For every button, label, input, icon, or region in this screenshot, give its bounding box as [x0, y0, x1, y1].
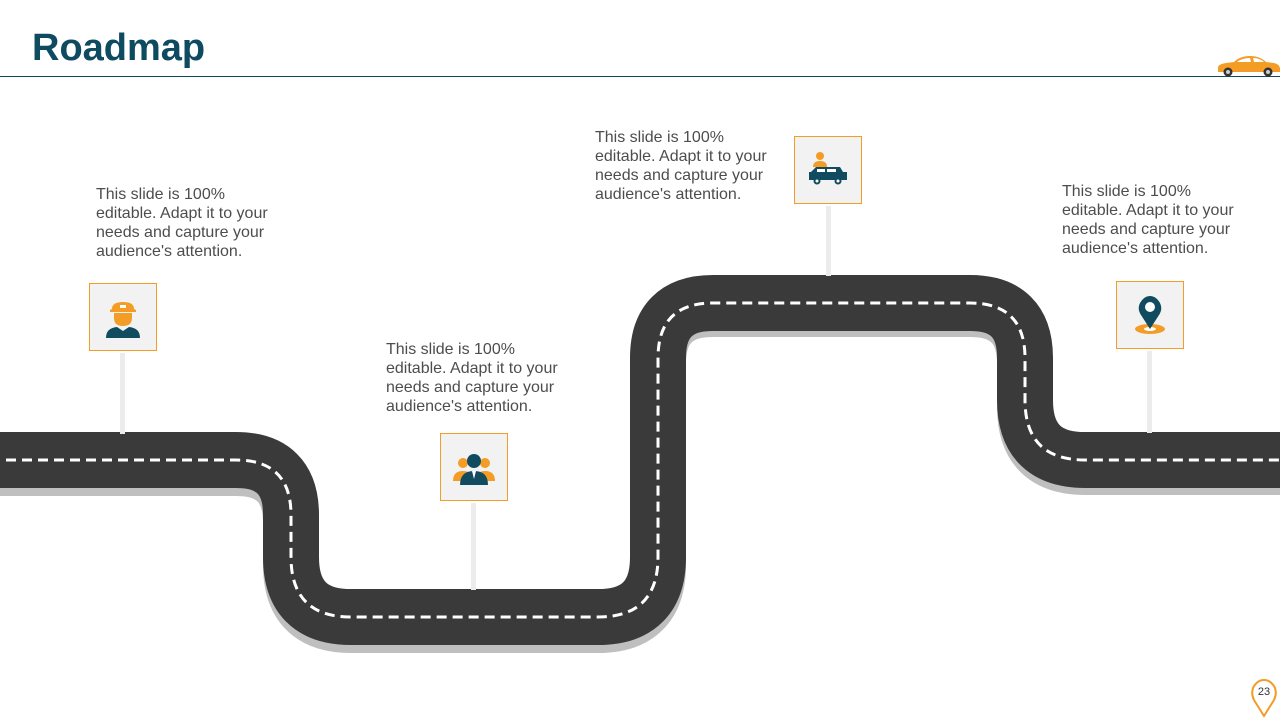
team-icon [453, 454, 495, 485]
signpost-pole-3 [826, 204, 831, 276]
milestone-text-4: This slide is 100% editable. Adapt it to… [1062, 183, 1234, 257]
signpost-2 [438, 431, 510, 503]
signpost-1 [87, 281, 159, 353]
signpost-pole-4 [1147, 349, 1152, 433]
milestone-text-2: This slide is 100% editable. Adapt it to… [386, 341, 558, 415]
signpost-pole-2 [471, 502, 476, 590]
driver-icon [106, 302, 140, 338]
signpost-4 [1114, 279, 1186, 351]
signpost-pole-1 [120, 352, 125, 434]
title-divider [0, 76, 1280, 77]
milestone-text-3: This slide is 100% editable. Adapt it to… [595, 129, 767, 203]
suv-icon [809, 152, 847, 185]
car-logo-icon [1218, 56, 1280, 77]
location-pin-icon [1135, 296, 1165, 334]
slide-title: Roadmap [32, 27, 206, 69]
signpost-3 [792, 134, 864, 206]
location-marker-icon [1251, 678, 1277, 718]
page-number-badge: 23 [1250, 678, 1278, 718]
page-number: 23 [1257, 686, 1271, 698]
milestone-text-1: This slide is 100% editable. Adapt it to… [96, 186, 268, 260]
